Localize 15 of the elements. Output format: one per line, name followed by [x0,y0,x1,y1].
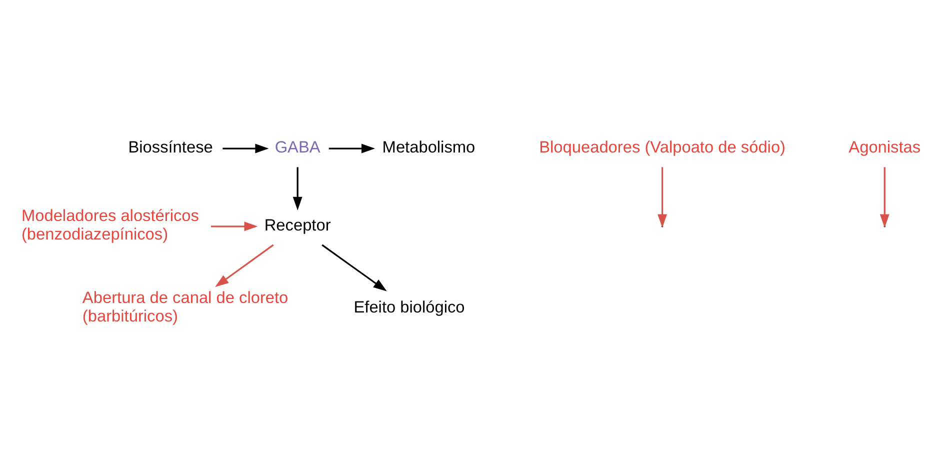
node-text: Receptor [264,216,331,234]
node-text: Abertura de canal de cloreto (barbitúricos) [82,288,288,325]
arrow [222,143,269,153]
node-text: Agonistas [848,138,921,156]
node-text: Efeito biológico [354,298,465,316]
node-text: GABA [274,138,320,156]
node-text: Modeladores alostéricos (benzodiazepínicos) [21,206,199,244]
arrow [215,244,274,287]
node-text: Metabolismo [382,138,476,156]
arrow [292,166,302,210]
arrow [211,221,258,231]
arrow [328,143,376,153]
arrow [322,244,387,291]
node-text: Bloqueadores (Valpoato de sódio) [539,138,786,156]
node-text: Biossíntese [128,138,213,156]
